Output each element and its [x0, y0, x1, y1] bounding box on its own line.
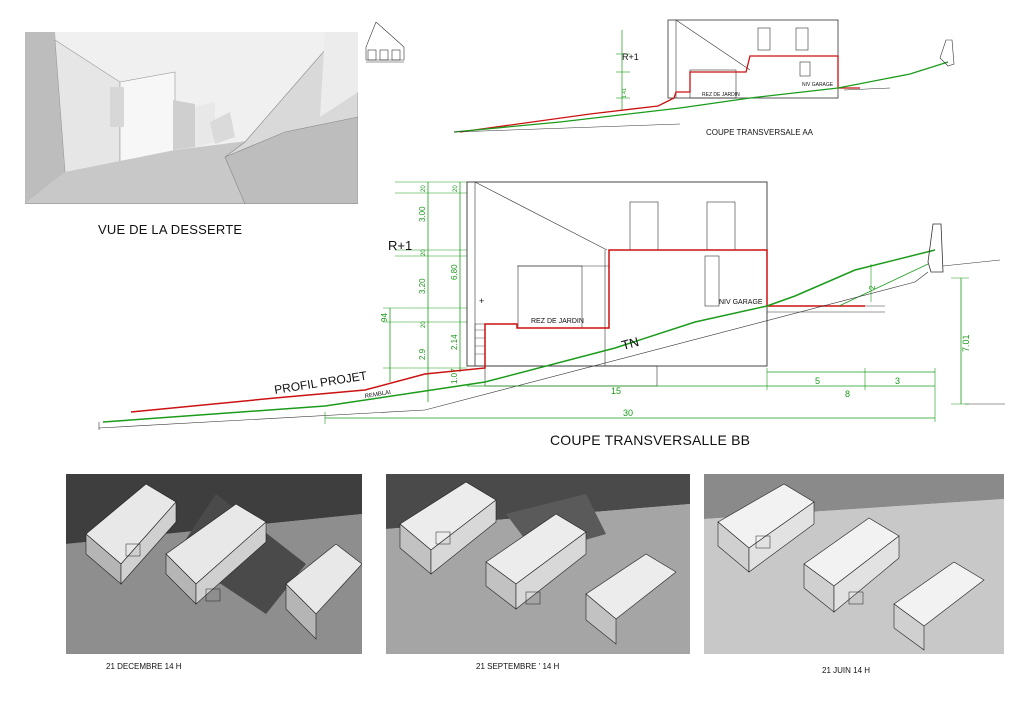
- section-bb-caption: COUPE TRANSVERSALLE BB: [550, 432, 751, 448]
- aa-rez-label: REZ DE JARDIN: [702, 92, 740, 98]
- section-aa-caption: COUPE TRANSVERSALE AA: [706, 128, 813, 137]
- shadow-caption-june: 21 JUIN 14 H: [822, 666, 871, 675]
- inset-detail: [356, 22, 406, 77]
- desserte-caption: VUE DE LA DESSERTE: [98, 222, 243, 237]
- shadow-study-december: [66, 474, 362, 654]
- bb-dim-2: 2: [868, 285, 877, 290]
- desserte-perspective: [25, 32, 358, 204]
- bb-dim-701: 7.01: [961, 334, 971, 352]
- shadow-study-june: [704, 474, 1004, 654]
- bb-dim-320: 3.20: [418, 278, 427, 294]
- bb-remblai-label: REMBLAI: [364, 390, 391, 400]
- bb-dim-29: 2.9: [418, 348, 427, 360]
- bb-dim-15: 15: [611, 386, 621, 396]
- aa-garage-label: NIV GARAGE: [802, 82, 834, 88]
- bb-dim-8: 8: [845, 389, 850, 399]
- bb-level-label: R+1: [388, 238, 412, 253]
- bb-dim-214: 2.14: [450, 334, 459, 350]
- bb-rez-label: REZ DE JARDIN: [531, 318, 584, 325]
- bb-profil-label: PROFIL PROJET: [273, 368, 368, 397]
- bb-dim-107: 1.07: [450, 368, 459, 384]
- bb-dim-30: 30: [623, 408, 633, 418]
- aa-dim-1: 1.41: [622, 88, 628, 98]
- section-aa: R+1 1.41 REZ DE JARDIN NIV GARAGE: [440, 14, 980, 154]
- bb-dim-300: 3.00: [418, 206, 427, 222]
- bb-dim-5: 5: [815, 376, 820, 386]
- bb-dim-20b: 20: [421, 249, 427, 256]
- bb-dim-94: 94: [380, 313, 389, 322]
- bb-garage-label: NIV GARAGE: [719, 299, 763, 306]
- bb-dim-20d: 20: [453, 185, 459, 192]
- bb-tn-label: TN: [620, 334, 641, 353]
- bb-dim-680: 6.80: [450, 264, 459, 280]
- section-bb: 3.00 3.20 6.80 94 2.14 2.9 1.07 20 20 20…: [95, 172, 1005, 434]
- shadow-caption-september: 21 SEPTEMBRE ' 14 H: [476, 662, 560, 671]
- bb-dim-20c: 20: [421, 321, 427, 328]
- bb-dim-3: 3: [895, 376, 900, 386]
- aa-level-label: R+1: [622, 52, 639, 62]
- shadow-study-september: [386, 474, 690, 654]
- shadow-caption-december: 21 DECEMBRE 14 H: [106, 662, 182, 671]
- bb-dim-20a: 20: [421, 185, 427, 192]
- bb-crosshair: +: [479, 296, 484, 306]
